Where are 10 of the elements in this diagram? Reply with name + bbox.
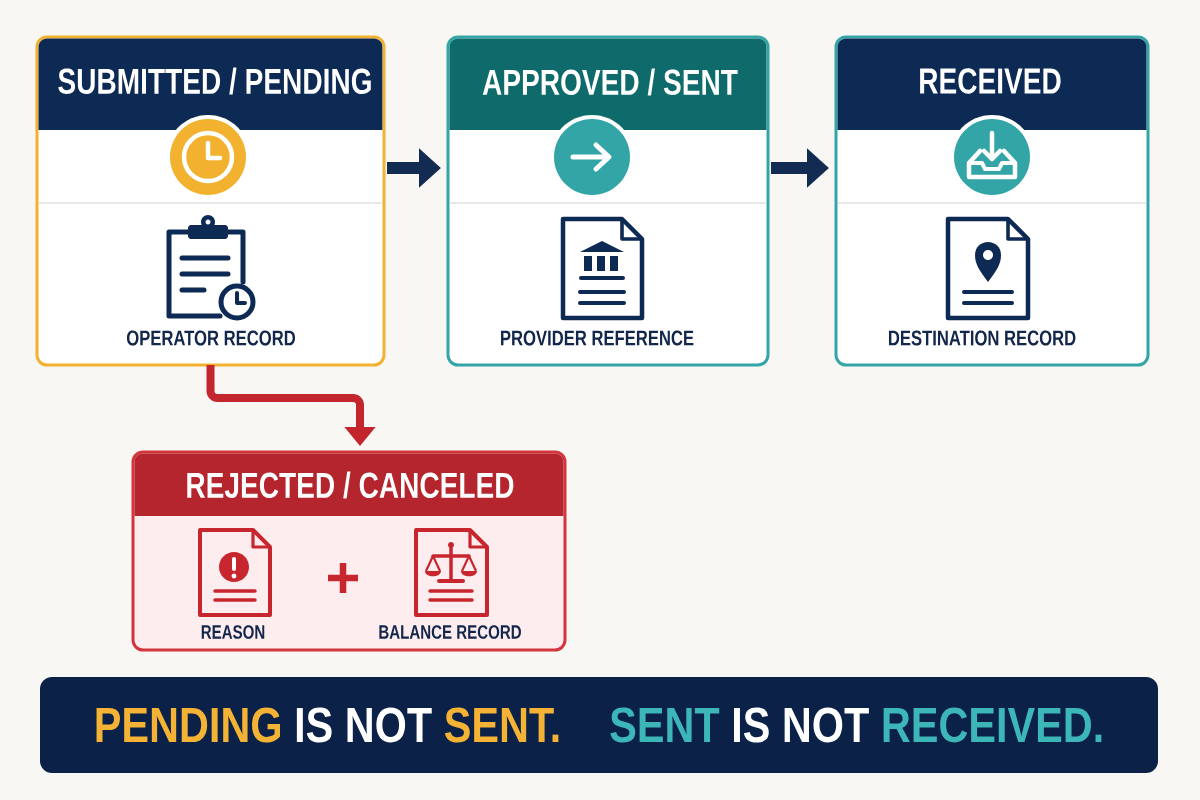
header-bar: REJECTED / CANCELED bbox=[134, 453, 564, 516]
banner: PENDING IS NOT SENT. SENT IS NOT RECEIVED. bbox=[40, 677, 1158, 773]
record-label: OPERATOR RECORD bbox=[126, 330, 296, 346]
document-label: BALANCE RECORD bbox=[379, 625, 521, 639]
record-label: DESTINATION RECORD bbox=[889, 330, 1076, 346]
header-bar: RECEIVED bbox=[837, 38, 1147, 130]
header-bar: SUBMITTED / PENDING bbox=[38, 38, 383, 130]
header-bar: APPROVED / SENT bbox=[449, 38, 767, 130]
document-label: REASON bbox=[201, 625, 265, 639]
record-label: PROVIDER REFERENCE bbox=[501, 330, 694, 346]
